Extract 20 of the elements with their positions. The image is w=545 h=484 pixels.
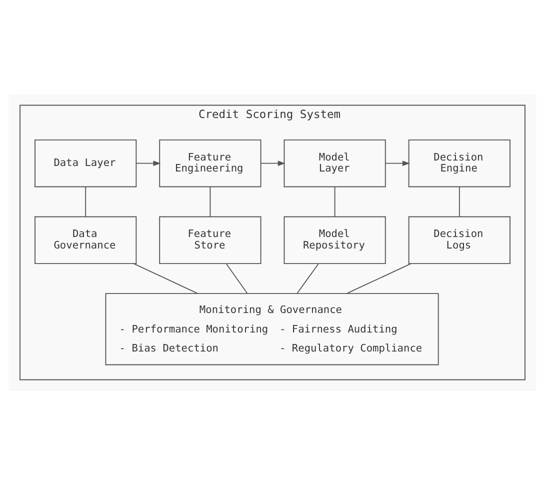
arrow — [136, 160, 161, 166]
connector — [133, 262, 198, 294]
connector — [334, 186, 336, 216]
connector — [226, 263, 248, 294]
connector — [85, 186, 86, 216]
node-box: Decision Logs — [408, 216, 510, 264]
node-box: Monitoring & Governance - Performance Monitoring - Fairness Auditing - Bias Detection - Regulatory Compliance — [105, 292, 439, 365]
node-box: Model Layer — [284, 138, 386, 187]
arrow — [260, 160, 286, 166]
arrow — [384, 160, 410, 166]
node-box: Feature Store — [159, 216, 262, 264]
node-box: Feature Engineering — [159, 138, 262, 187]
connector — [210, 186, 211, 216]
node-box: Data Governance — [34, 216, 137, 264]
connector — [296, 263, 319, 294]
connector — [458, 186, 460, 216]
node-box: Data Layer — [34, 138, 137, 187]
node-box: Decision Engine — [408, 138, 510, 187]
node-box: Model Repository — [284, 216, 386, 264]
connector — [346, 262, 412, 294]
